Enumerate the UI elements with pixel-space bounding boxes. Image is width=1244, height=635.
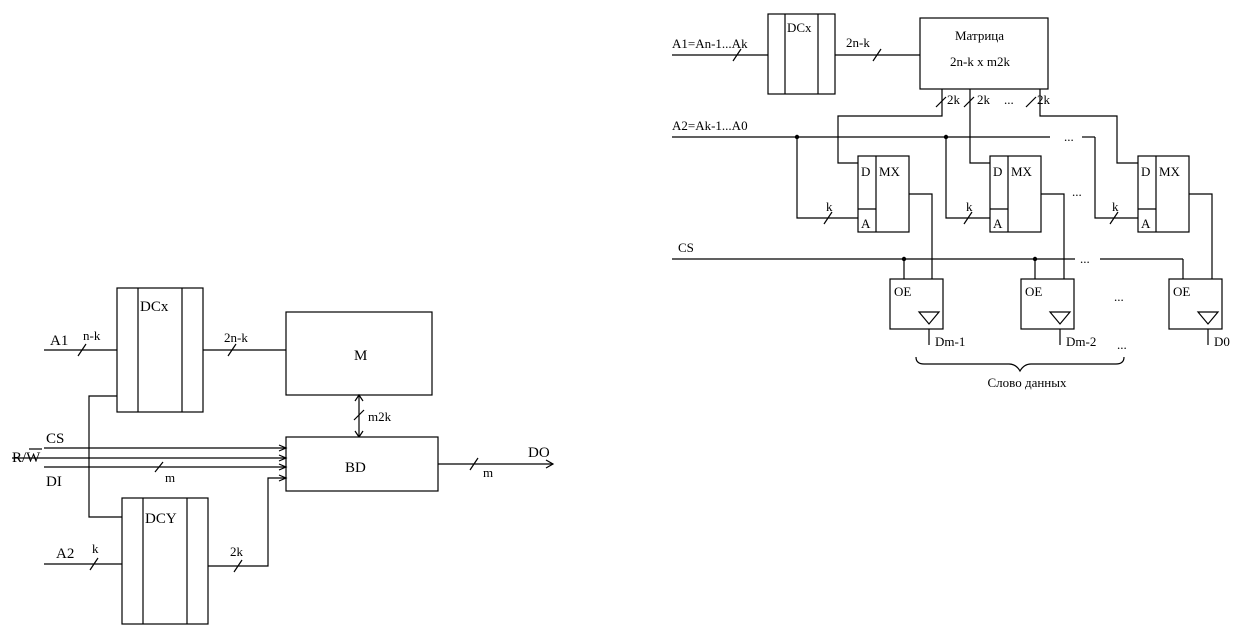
mux-3-d: D (1141, 164, 1150, 179)
m-out-label: m (483, 465, 493, 480)
2k-left-label: 2k (230, 544, 244, 559)
k-mx-3: k (1112, 199, 1119, 214)
cs-left-label: CS (46, 431, 64, 447)
n-k-label: n-k (83, 328, 101, 343)
mux-1-d: D (861, 164, 870, 179)
dcx-right-block: DCx (767, 13, 836, 95)
a2-label: A2 (56, 546, 74, 562)
mux-2-a: A (993, 216, 1003, 231)
memory-label: M (354, 348, 367, 364)
buffer-3: OE D0 (1168, 278, 1230, 349)
dcy-label: DCY (145, 511, 177, 527)
mux-3-label: MX (1159, 164, 1181, 179)
data-word-brace (915, 356, 1125, 373)
oe-1: OE (894, 284, 911, 299)
do-label: DO (528, 445, 550, 461)
ellipsis-mux: ... (1072, 184, 1082, 199)
oe-2: OE (1025, 284, 1042, 299)
dcx-right-label: DCx (787, 20, 812, 35)
di-label: DI (46, 474, 62, 490)
mux-1-a: A (861, 216, 871, 231)
ellipsis-matrix: ... (1004, 92, 1014, 107)
mux-2-label: MX (1011, 164, 1033, 179)
data-word-label: Слово данных (988, 375, 1067, 390)
ellipsis-buf: ... (1114, 289, 1124, 304)
matrix-block (919, 17, 1049, 90)
a2-bus-label: A2=Ak-1...A0 (672, 118, 748, 133)
dcy-block: DCY (121, 497, 209, 625)
2k-out-3: 2k (1037, 92, 1051, 107)
2k-out-1: 2k (947, 92, 961, 107)
left-diagram: DCx A1 n-k 2n-k M m2k BD CS R/W DI (12, 287, 555, 625)
dcx-label: DCx (140, 299, 169, 315)
a1-label: A1 (50, 333, 68, 349)
2k-out-2: 2k (977, 92, 991, 107)
cs-right-label: CS (678, 240, 694, 255)
a1-bus-label: A1=An-1...Ak (672, 36, 748, 51)
bd-label: BD (345, 460, 366, 476)
2-n-k-right-label: 2n-k (846, 35, 870, 50)
mux-3: D MX A (1137, 155, 1190, 233)
ellipsis-cs: ... (1080, 251, 1090, 266)
k-mx-2: k (966, 199, 973, 214)
ellipsis-a2: ... (1064, 129, 1074, 144)
memory-block (285, 311, 433, 396)
mux-3-a: A (1141, 216, 1151, 231)
mux-1: D MX A (857, 155, 910, 233)
m-in-label: m (165, 470, 175, 485)
2-n-k-left-label: 2n-k (224, 330, 248, 345)
ellipsis-out: ... (1117, 337, 1127, 352)
mux-1-label: MX (879, 164, 901, 179)
dm1-label: Dm-1 (935, 334, 965, 349)
dm2-label: Dm-2 (1066, 334, 1096, 349)
k-mx-1: k (826, 199, 833, 214)
rw-label: R/W (12, 450, 41, 466)
matrix-size: 2n-k x m2k (950, 54, 1010, 69)
k-left-label: k (92, 541, 99, 556)
right-diagram: A1=An-1...Ak DCx 2n-k Матрица 2n-k x m2k… (672, 13, 1230, 390)
buffer-1: OE Dm-1 (889, 278, 965, 349)
matrix-title: Матрица (955, 28, 1004, 43)
d0-label: D0 (1214, 334, 1230, 349)
buffer-2: OE Dm-2 (1020, 278, 1096, 349)
mux-2: D MX A (989, 155, 1042, 233)
m2k-label: m2k (368, 409, 392, 424)
mux-2-d: D (993, 164, 1002, 179)
dcx-block: DCx (116, 287, 204, 413)
oe-3: OE (1173, 284, 1190, 299)
